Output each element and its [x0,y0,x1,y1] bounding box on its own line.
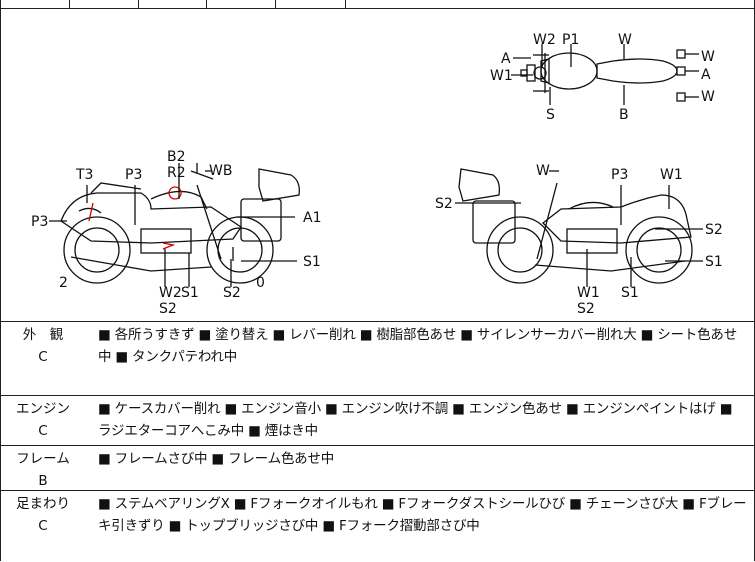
section-name: 足まわり [16,496,70,512]
left-view-bike [60,168,300,284]
label-0: 0 [256,275,265,291]
section-frame: フレーム B ■ フレームさび中 ■ フレーム色あせ中 [1,445,754,491]
label-W2: W2 [159,285,182,301]
label-W: W [701,89,715,105]
section-grade: B [38,473,48,489]
section-label: 外 観 C [1,322,85,368]
label-A1: A1 [303,210,321,226]
label-S1: S1 [621,285,639,301]
label-WB: WB [209,163,232,179]
section-findings: ■ フレームさび中 ■ フレーム色あせ中 [98,451,335,467]
label-P3: P3 [611,167,628,183]
label-A: A [701,67,711,83]
label-T3: T3 [75,167,93,183]
section-exterior: 外 観 C ■ 各所うすきず ■ 塗り替え ■ レバー削れ ■ 樹脂部色あせ ■… [1,321,754,396]
label-B: B [619,107,629,123]
section-suspension: 足まわり C ■ ステムベアリングX ■ Fフォークオイルもれ ■ Fフォークダ… [1,490,754,562]
label-W2: W2 [533,32,556,48]
label-S2: S2 [435,196,453,212]
section-name: 外 観 [22,327,64,343]
label-W1: W1 [490,68,513,84]
label-S1: S1 [705,254,723,270]
label-A: A [501,51,511,67]
header-cell [69,0,139,8]
right-view-bike [458,168,693,284]
section-engine: エンジン C ■ ケースカバー削れ ■ エンジン音小 ■ エンジン吹け不調 ■ … [1,395,754,446]
left-view-leaders [49,163,297,287]
label-S1: S1 [303,254,321,270]
label-S1: S1 [181,285,199,301]
right-view-leaders [455,170,703,287]
section-grade: C [38,423,48,439]
header-cell [1,0,70,8]
motorcycle-diagram: A W2 P1 W W W1 A W S B B2 R2 WB T3 P3 P3… [31,32,723,317]
section-grade: C [38,349,48,365]
top-view-bike [520,49,686,102]
label-S2: S2 [159,301,177,317]
label-B2: B2 [167,149,186,165]
section-name: フレーム [16,451,70,467]
damage-diagram: A W2 P1 W W W1 A W S B B2 R2 WB T3 P3 P3… [1,9,754,321]
section-grade: C [38,518,48,534]
label-P3: P3 [31,214,48,230]
label-W1: W1 [660,167,683,183]
label-S2: S2 [577,301,595,317]
header-cell [138,0,207,8]
label-P3: P3 [125,167,142,183]
section-label: 足まわり C [1,491,85,537]
section-name: エンジン [16,401,70,417]
section-findings: ■ 各所うすきず ■ 塗り替え ■ レバー削れ ■ 樹脂部色あせ ■ サイレンサ… [98,327,738,365]
label-W1: W1 [577,285,600,301]
label-W: W [618,32,632,48]
label-P1: P1 [562,32,579,48]
section-findings: ■ ステムベアリングX ■ Fフォークオイルもれ ■ Fフォークダストシールひび… [98,496,747,534]
top-view-leaders [511,44,699,105]
header-row-remnant [1,0,754,9]
section-label: エンジン C [1,396,85,442]
label-S2: S2 [705,222,723,238]
label-2: 2 [59,275,68,291]
label-S2: S2 [223,285,241,301]
section-label: フレーム B [1,446,85,492]
label-W: W [701,49,715,65]
section-findings: ■ ケースカバー削れ ■ エンジン音小 ■ エンジン吹け不調 ■ エンジン色あせ… [98,401,733,439]
header-cell [206,0,276,8]
label-W: W [536,163,550,179]
header-cell [275,0,346,8]
label-R2: R2 [167,165,186,181]
label-S: S [546,107,555,123]
